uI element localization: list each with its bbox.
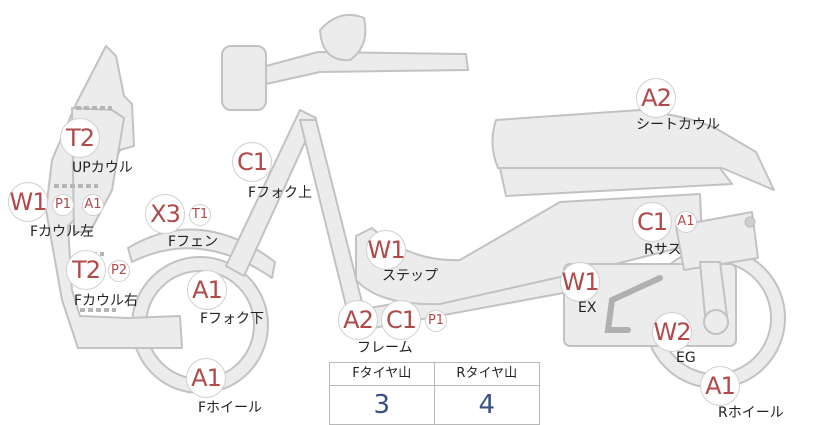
badge-frame-p1[interactable]: P1 — [425, 310, 447, 332]
badge-r-suspension-c1[interactable]: C1 — [632, 202, 672, 242]
label-seat-cowl: シートカウル — [636, 117, 720, 133]
label-r-suspension: Rサス — [644, 242, 682, 258]
label-exhaust: EX — [578, 300, 597, 316]
label-f-cowl-right: Fカウル右 — [74, 293, 139, 309]
badge-frame-c1[interactable]: C1 — [381, 300, 421, 340]
frame-down-tube[interactable] — [299, 119, 367, 323]
mirror[interactable] — [319, 14, 367, 62]
front-fork[interactable] — [225, 109, 317, 277]
badge-engine-w2[interactable]: W2 — [652, 312, 692, 352]
tire-tread-rear-value[interactable]: 4 — [478, 390, 496, 420]
badge-f-fender-x3[interactable]: X3 — [145, 194, 185, 234]
badge-f-cowl-left-a1[interactable]: A1 — [82, 194, 104, 216]
seat-cowl[interactable] — [491, 109, 775, 191]
badge-r-wheel-a1[interactable]: A1 — [700, 366, 740, 406]
label-step: ステップ — [382, 268, 438, 284]
tire-tread-front-value[interactable]: 3 — [330, 386, 435, 424]
label-frame: フレーム — [357, 340, 413, 356]
label-f-fender: Fフェン — [168, 234, 219, 250]
badge-f-cowl-left-w1[interactable]: W1 — [8, 182, 48, 222]
front-wheel[interactable] — [131, 256, 269, 394]
handlebar[interactable] — [265, 51, 469, 85]
badge-r-suspension-a1[interactable]: A1 — [675, 211, 697, 233]
rear-shock[interactable] — [675, 211, 759, 271]
label-engine: EG — [676, 350, 696, 366]
exhaust-pipe[interactable] — [604, 275, 663, 333]
badge-exhaust-w1[interactable]: W1 — [560, 262, 600, 302]
shock-bolt — [744, 216, 756, 228]
label-up-cowl: UPカウル — [72, 160, 133, 176]
badge-frame-a2[interactable]: A2 — [338, 300, 378, 340]
badge-f-fork-upper-c1[interactable]: C1 — [232, 142, 272, 182]
rear-axle-hub — [703, 309, 729, 335]
headlight[interactable] — [221, 45, 267, 111]
badge-f-fork-lower-a1[interactable]: A1 — [187, 270, 227, 310]
label-f-wheel: Fホイール — [198, 400, 263, 416]
badge-f-cowl-right-p2[interactable]: P2 — [108, 260, 130, 282]
badge-up-cowl-t2[interactable]: T2 — [60, 118, 100, 158]
badge-f-fender-t1[interactable]: T1 — [189, 204, 211, 226]
label-f-cowl-left: Fカウル左 — [30, 224, 95, 240]
label-f-fork-lower: Fフォク下 — [200, 311, 265, 327]
tire-tread-front-header: Fタイヤ山 — [330, 363, 435, 386]
tire-tread-rear-header: Rタイヤ山 — [434, 363, 539, 386]
badge-f-cowl-right-t2[interactable]: T2 — [66, 250, 106, 290]
badge-seat-cowl-a2[interactable]: A2 — [636, 78, 676, 118]
tire-tread-table: Fタイヤ山 Rタイヤ山 3 4 — [329, 362, 540, 425]
badge-f-wheel-a1[interactable]: A1 — [186, 358, 226, 398]
label-f-fork-upper: Fフォク上 — [248, 185, 313, 201]
badge-f-cowl-left-p1[interactable]: P1 — [52, 194, 74, 216]
badge-step-w1[interactable]: W1 — [366, 230, 406, 270]
label-r-wheel: Rホイール — [718, 405, 784, 421]
seat-cowl-lower[interactable] — [499, 167, 733, 197]
